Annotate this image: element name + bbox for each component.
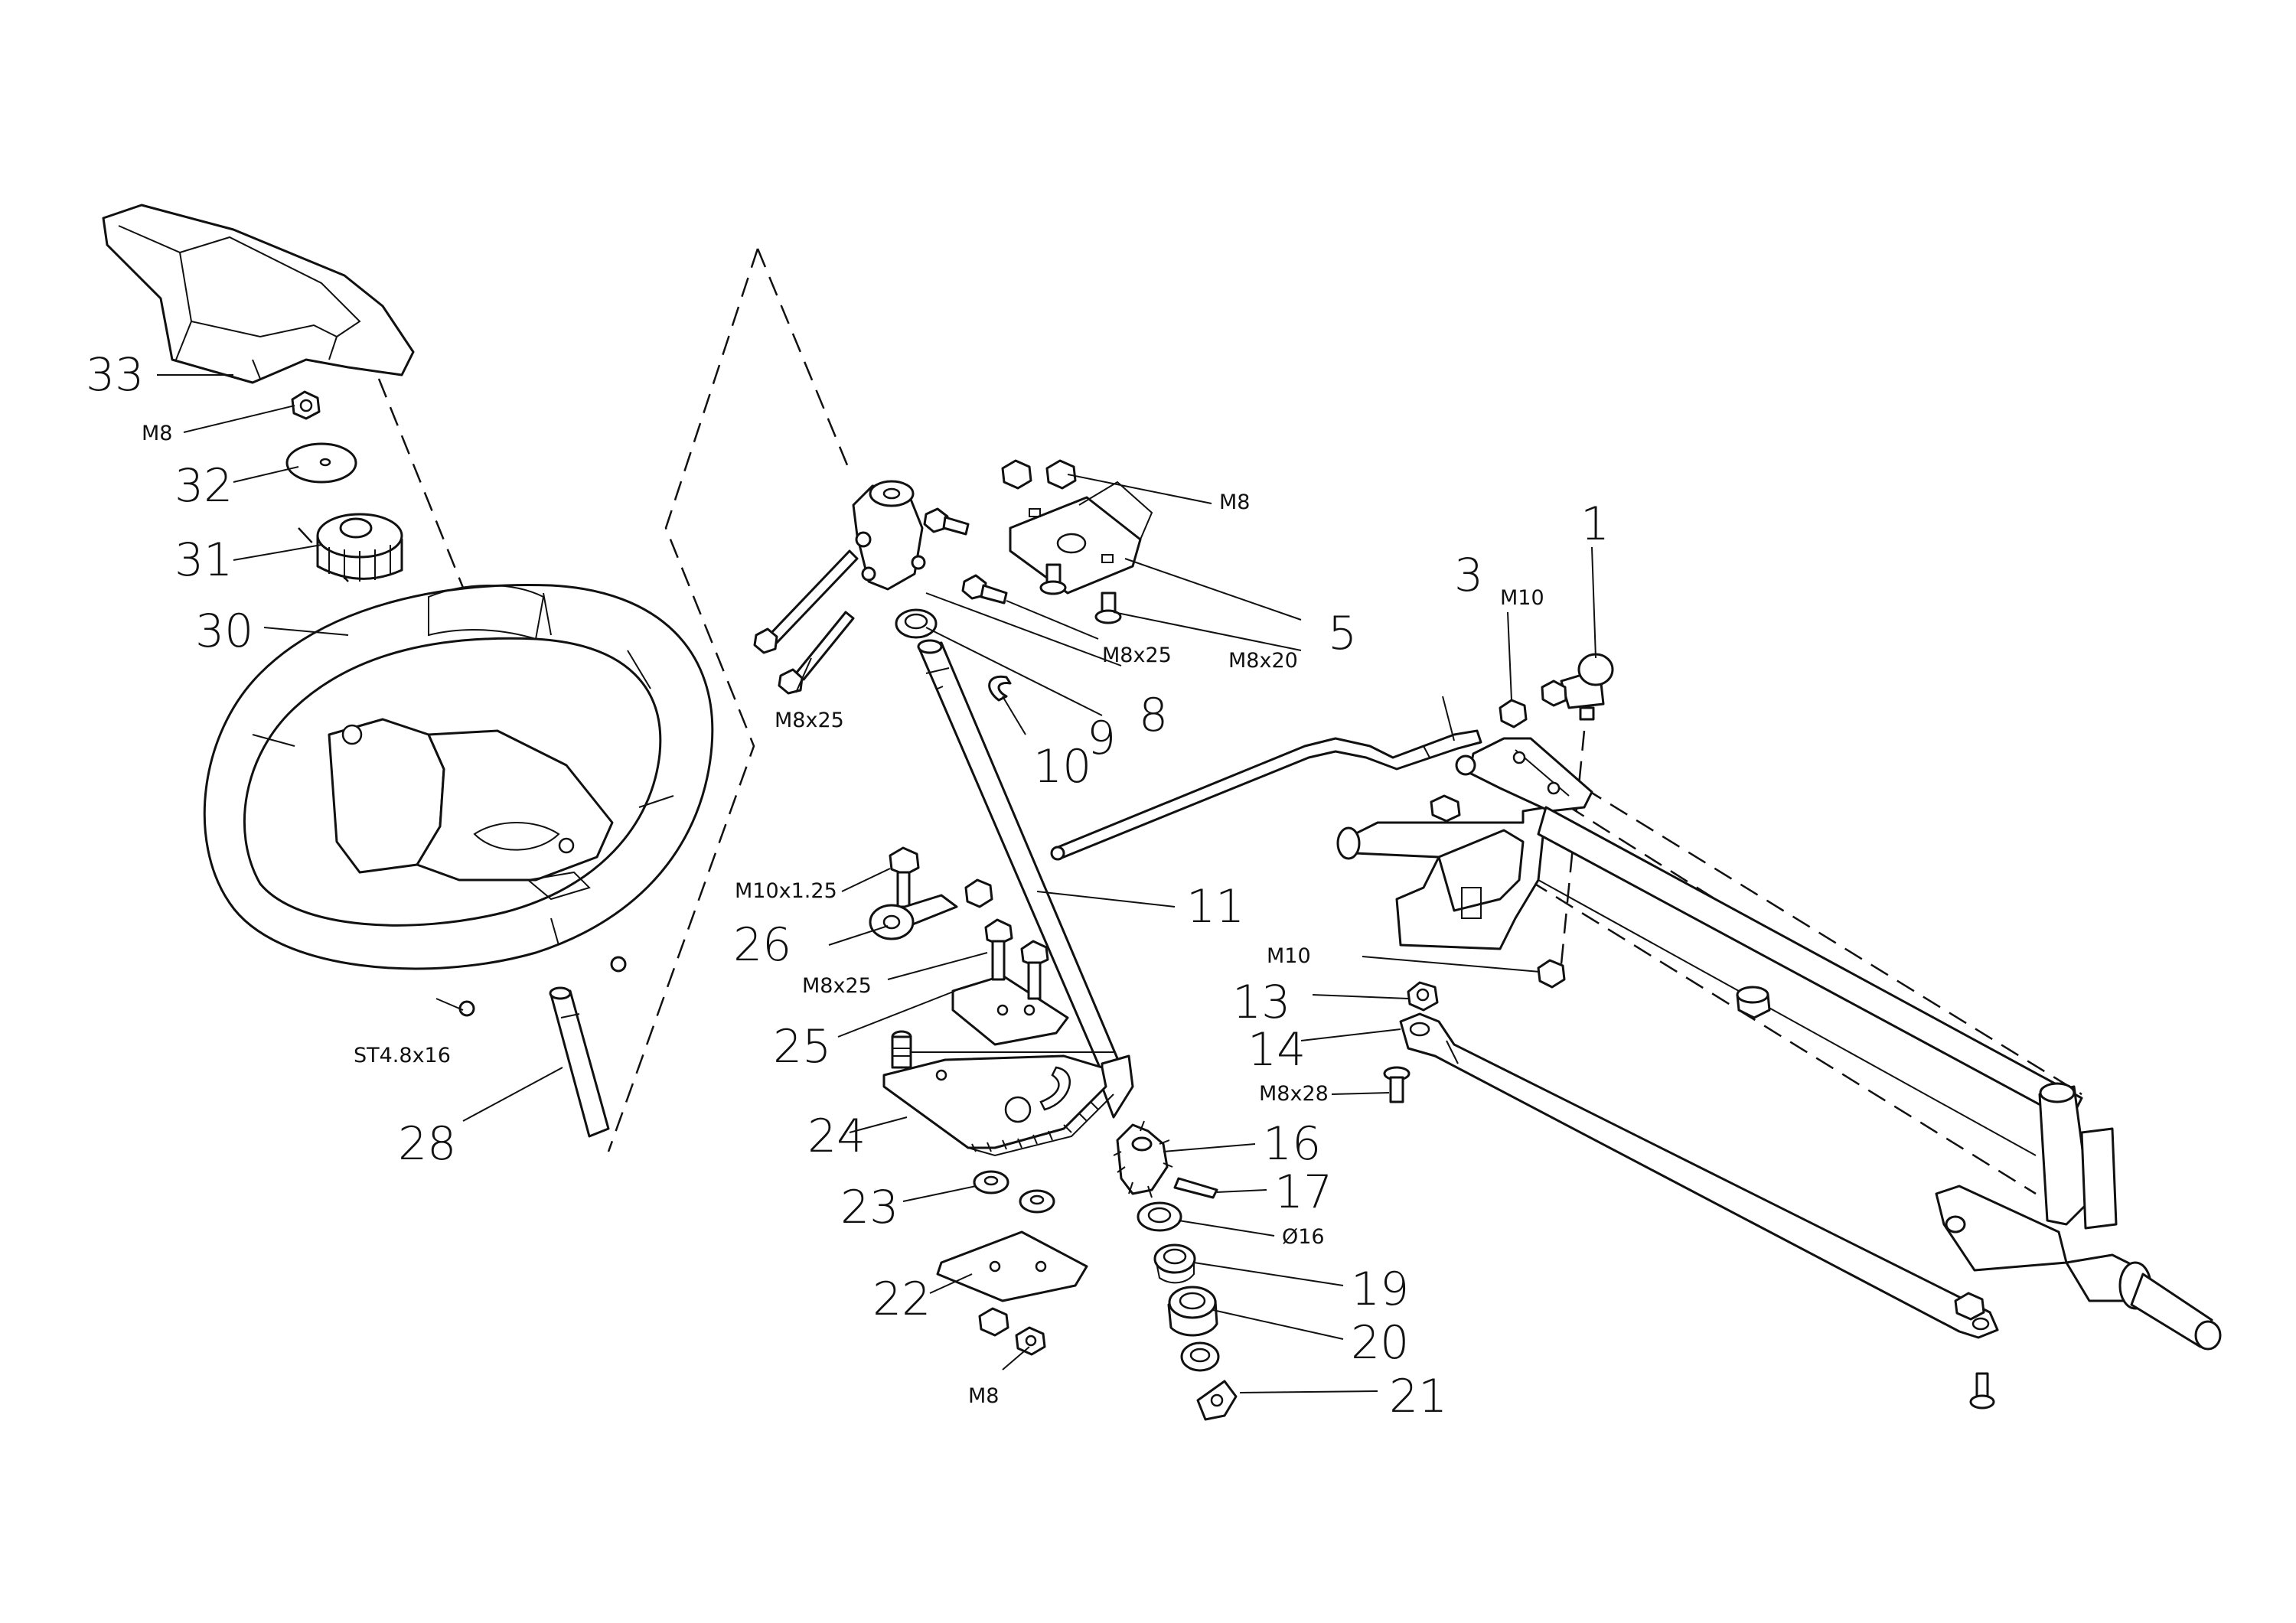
bracket-bolt-a — [1039, 563, 1067, 595]
callout-5: 5 — [1328, 607, 1357, 660]
spindle-king-pin — [1935, 1082, 2118, 1272]
hub-washer — [285, 442, 357, 484]
bottom-nut-b — [1015, 1326, 1046, 1356]
flange-bushing — [1153, 1243, 1196, 1284]
sector-plate — [951, 974, 1069, 1046]
callout-17: 17 — [1274, 1165, 1332, 1219]
steering-arm-nut — [1430, 794, 1461, 823]
spec-m10-balljoint: M10 — [1500, 586, 1544, 610]
callout-1: 1 — [1580, 497, 1609, 551]
steering-hub-adapter — [316, 513, 403, 582]
column-coupler — [852, 480, 926, 591]
callout-10: 10 — [1033, 740, 1091, 794]
leader-lines — [157, 374, 1596, 1393]
column-bushing — [895, 608, 938, 639]
spec-m8x25-plate: M8x25 — [802, 974, 872, 998]
tie-rod-end-nut — [1407, 981, 1439, 1012]
pivot-bolt-m10 — [889, 846, 920, 908]
callout-9: 9 — [1087, 712, 1116, 765]
callout-28: 28 — [398, 1117, 456, 1171]
callout-14: 14 — [1247, 1023, 1306, 1077]
steering-arm-plate — [1455, 737, 1593, 813]
spec-m8-bottom: M8 — [968, 1384, 999, 1408]
spec-labels: M8 M8 M8x25 M8x20 M8x25 M10 M10x1.25 M8x… — [142, 422, 1544, 1408]
steering-pinion — [1113, 1120, 1173, 1198]
coupler-bolt-right — [961, 574, 1008, 605]
wheel-screw-right — [610, 956, 627, 973]
coupler-bolt-upper — [923, 507, 970, 536]
callout-16: 16 — [1263, 1117, 1321, 1171]
callout-19: 19 — [1351, 1263, 1409, 1316]
tie-rod-nut-m10 — [1537, 959, 1566, 989]
spec-m8-bracket: M8 — [1219, 490, 1250, 514]
bracket-bolt-b — [1094, 592, 1122, 624]
ball-joint — [1541, 653, 1614, 721]
drag-link-rod — [1050, 729, 1482, 861]
bracket-nut-a — [1001, 459, 1032, 490]
column-pin — [549, 986, 610, 1138]
spec-m8x28: M8x28 — [1259, 1082, 1329, 1106]
steering-wheel — [203, 584, 714, 970]
spec-m8x25-coupler: M8x25 — [775, 709, 844, 732]
callout-23: 23 — [840, 1181, 899, 1234]
callout-24: 24 — [807, 1110, 866, 1163]
front-axle — [1336, 806, 1548, 950]
callout-26: 26 — [733, 918, 791, 972]
sector-stud — [891, 1030, 912, 1069]
spindle-stub-axle — [2065, 1253, 2222, 1351]
bottom-nut-a — [978, 1307, 1009, 1337]
tie-rod-far-nut — [1954, 1292, 1985, 1321]
spec-st48x16: ST4.8x16 — [354, 1044, 451, 1067]
mount-bracket — [1009, 481, 1153, 595]
washer-d16 — [1137, 1201, 1182, 1232]
bracket-nut-b — [1045, 459, 1077, 490]
steering-cover — [102, 204, 415, 384]
callout-30: 30 — [195, 605, 253, 658]
callout-31: 31 — [174, 533, 233, 587]
callout-3: 3 — [1454, 549, 1483, 602]
bearing-sleeve — [1167, 1286, 1218, 1337]
callout-22: 22 — [872, 1273, 931, 1326]
tie-rod-bolt-m8x28 — [1383, 1066, 1411, 1103]
hub-nut-m8 — [291, 390, 321, 420]
axle-center-bolt — [1736, 986, 1771, 1019]
spec-m10x125: M10x1.25 — [735, 879, 837, 903]
spacer-washer-left — [973, 1170, 1009, 1194]
sector-plate-bolt-b — [1020, 940, 1049, 1000]
pivot-nut — [964, 878, 993, 908]
bottom-plate — [936, 1230, 1088, 1302]
circlip — [988, 675, 1012, 702]
spec-m8x20-bracket: M8x20 — [1228, 649, 1298, 673]
callout-13: 13 — [1232, 976, 1290, 1029]
callout-32: 32 — [174, 459, 233, 513]
tie-rod-far-bolt — [1969, 1372, 1995, 1410]
tie-rod — [1399, 1012, 1999, 1339]
pivot-tube — [869, 894, 958, 940]
coupler-bolt-left — [753, 549, 859, 654]
retaining-clip — [1196, 1380, 1238, 1421]
spec-m8-cover: M8 — [142, 422, 172, 445]
axle-beam — [1537, 806, 2083, 1156]
callout-8: 8 — [1139, 689, 1168, 742]
spec-m8x25-bracket: M8x25 — [1102, 644, 1172, 667]
sector-gear — [882, 1054, 1114, 1157]
steering-column-shaft — [917, 639, 1134, 1119]
callout-21: 21 — [1389, 1370, 1447, 1423]
callout-25: 25 — [773, 1020, 831, 1074]
callout-labels: 33 32 31 30 28 1 3 5 8 9 10 11 13 14 16 … — [86, 348, 1609, 1423]
coupler-bolt-left-lower — [778, 611, 855, 695]
callout-11: 11 — [1186, 880, 1244, 934]
spec-d16: Ø16 — [1282, 1225, 1325, 1249]
ball-joint-nut-m10 — [1499, 699, 1528, 728]
callout-33: 33 — [86, 348, 144, 402]
callout-20: 20 — [1351, 1316, 1409, 1370]
sector-plate-bolt-a — [984, 918, 1013, 981]
spacer-washer-right — [1019, 1189, 1055, 1214]
wheel-screw-st48x16 — [458, 1000, 475, 1017]
spec-m10-tierod: M10 — [1267, 944, 1311, 968]
lower-washer — [1180, 1341, 1220, 1372]
pinion-pin — [1173, 1177, 1218, 1199]
